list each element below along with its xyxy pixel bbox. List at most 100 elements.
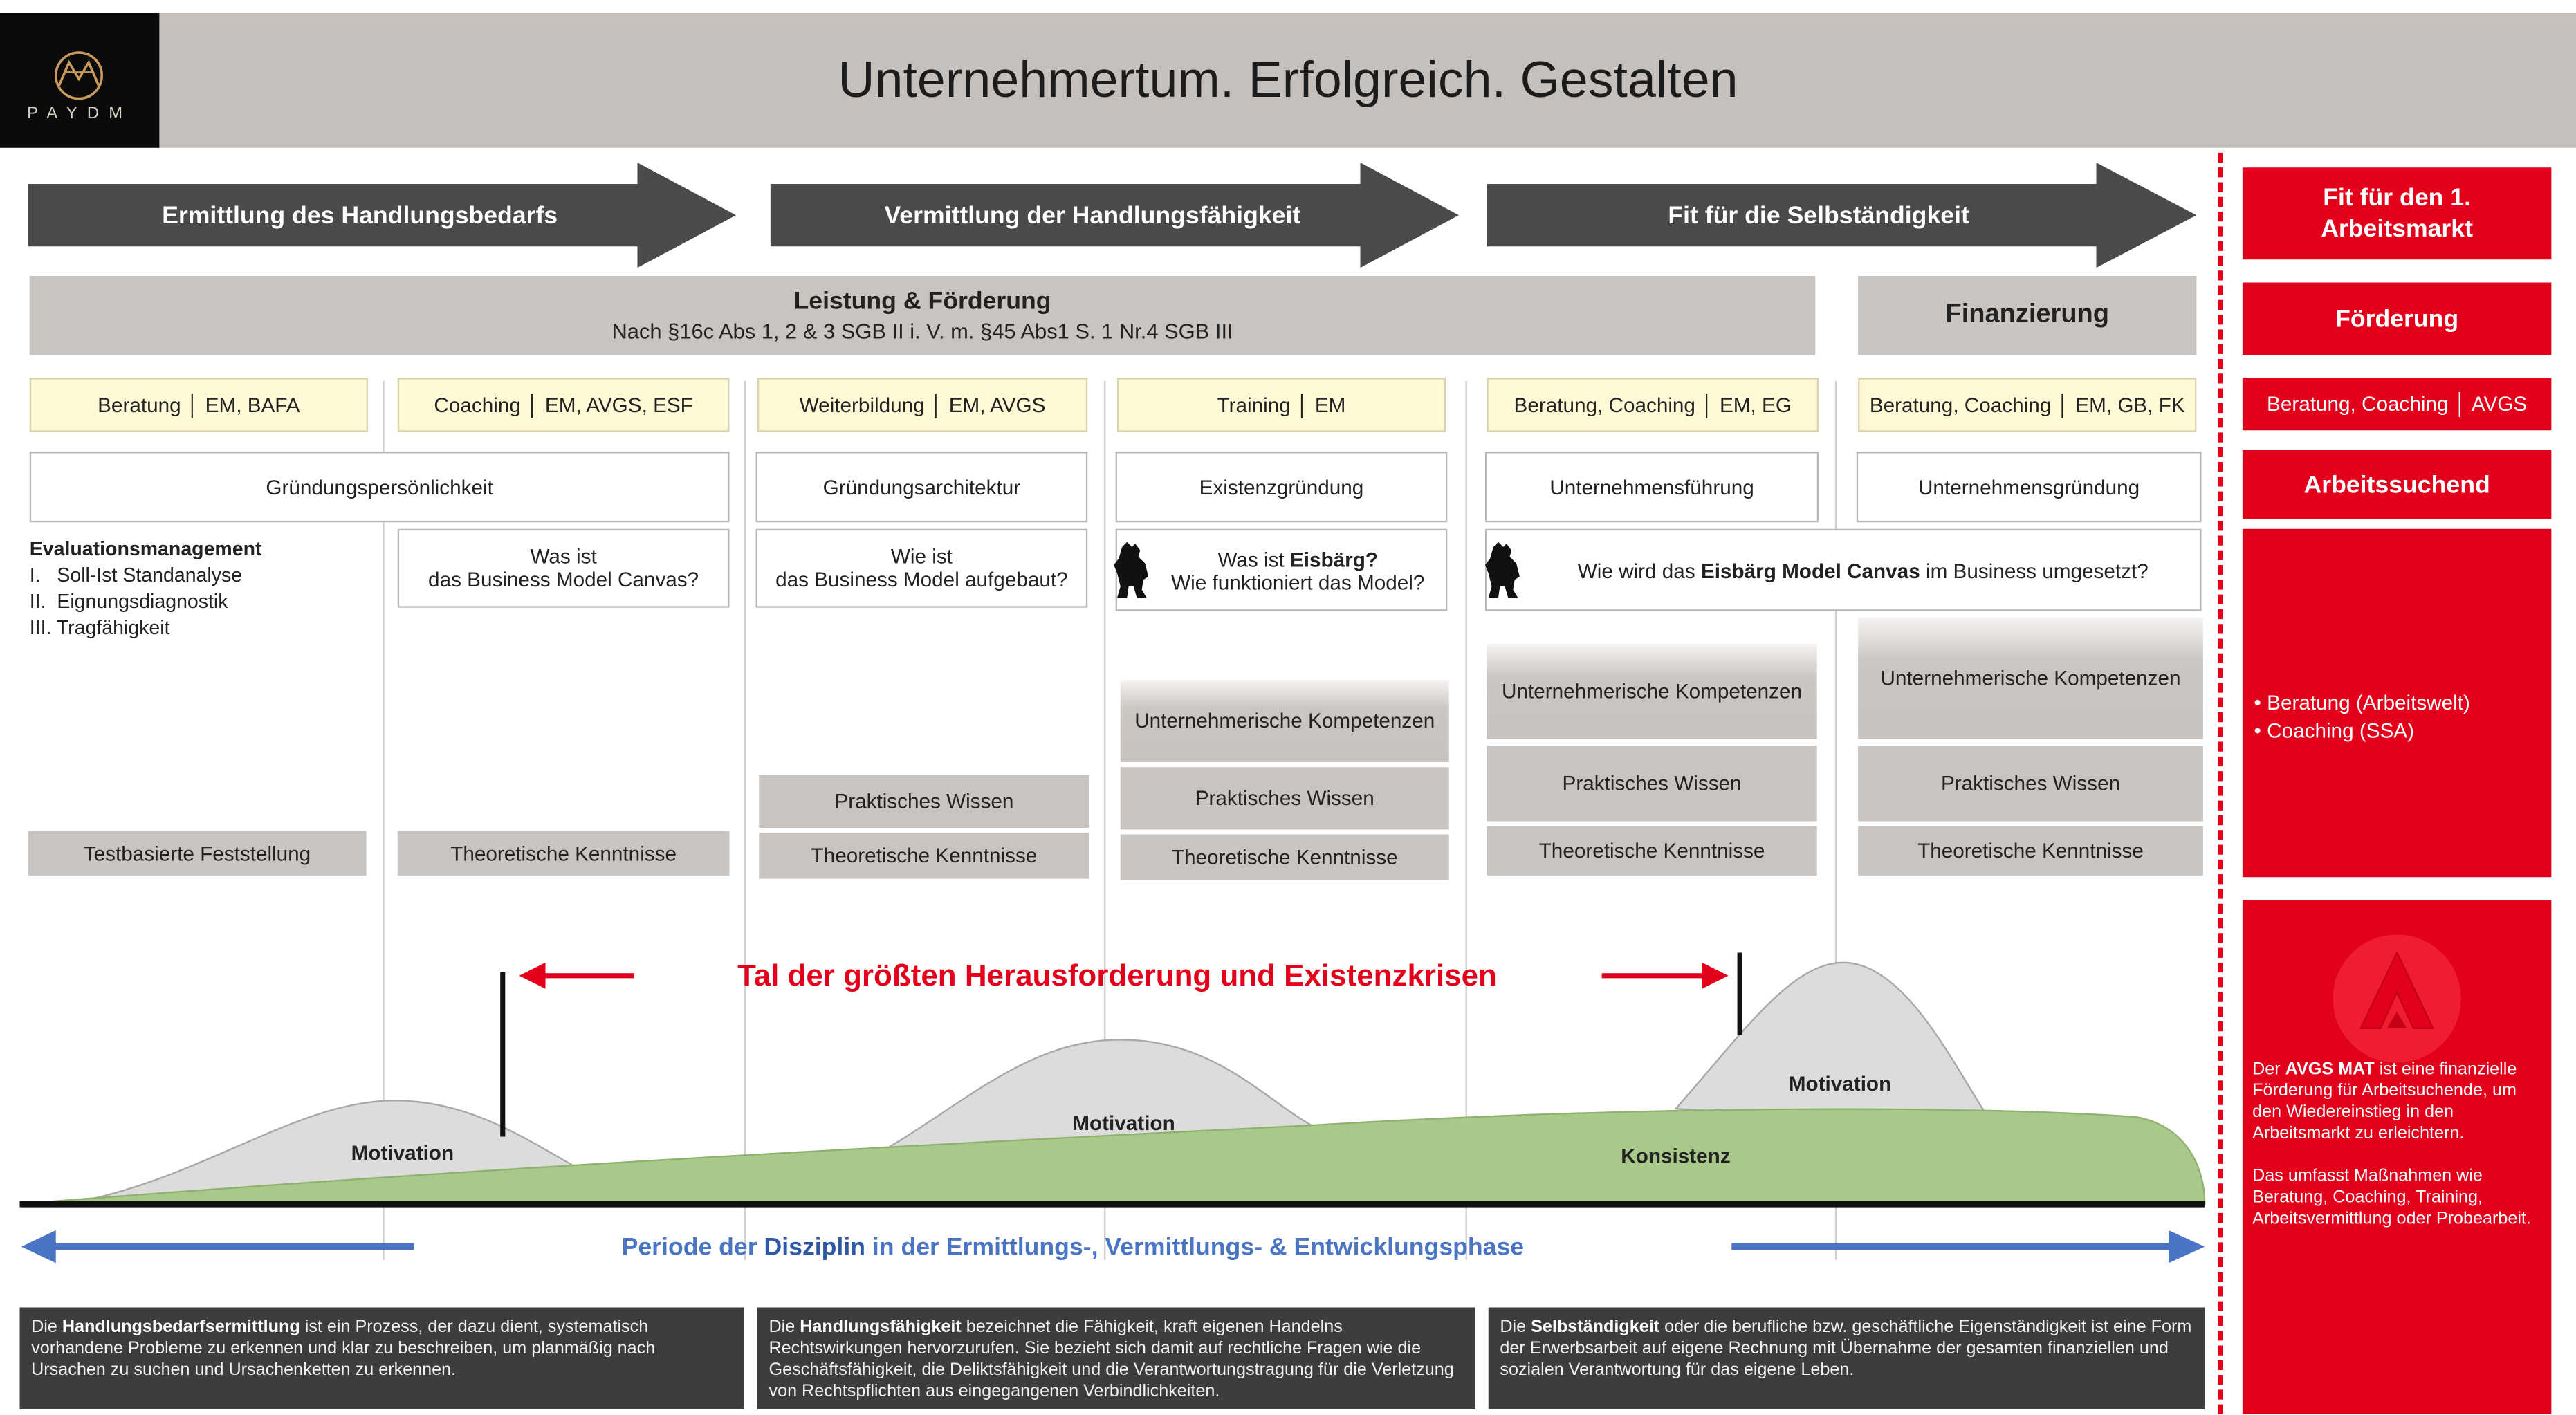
column-divider [744, 381, 746, 1260]
eisbaerg-keyword: Eisbärg Model Canvas [1700, 559, 1920, 584]
service-tag: Training │ EM [1117, 378, 1446, 432]
topic-box: Unternehmensführung [1485, 452, 1819, 523]
logo-emblem-icon [54, 51, 104, 100]
logo: PAYDM [0, 13, 160, 148]
question-text: Wie wird das Eisbärg Model Canvas im Bus… [1523, 530, 2203, 613]
periode-text: in der Ermittlungs-, Vermittlungs- & Ent… [865, 1232, 1525, 1261]
description-box: Die Selbständigkeit oder die berufliche … [1488, 1307, 2205, 1409]
service-tag: Weiterbildung │ EM, AVGS [757, 378, 1088, 432]
theoretisch-box: Theoretische Kenntnisse [397, 831, 730, 876]
sidebar-avgs-box: Der AVGS MAT ist eine finanzielle Förder… [2242, 900, 2552, 1414]
evaluation-item: III. Tragfähigkeit [29, 616, 170, 639]
phase-arrow-3 [1487, 163, 2197, 268]
question-box: Was ist Eisbärg? Wie funktioniert das Mo… [1114, 528, 1449, 613]
description-keyword: Handlungsbedarfsermittlung [62, 1317, 300, 1338]
question-text: Wie wird das [1577, 559, 1695, 584]
question-text: im Business umgesetzt? [1925, 559, 2149, 584]
motivation-hill-3 [1673, 961, 1989, 1128]
avgs-description: Der AVGS MAT ist eine finanzielle Förder… [2252, 1060, 2545, 1230]
evaluation-list: Evaluationsmanagement I. Soll-Ist Standa… [30, 535, 375, 640]
column-divider [1834, 381, 1837, 1260]
red-arrowhead-left [519, 962, 546, 989]
praktisch-box: Praktisches Wissen [1120, 767, 1449, 830]
question-box: Wie ist das Business Model aufgebaut? [755, 528, 1088, 608]
phase-arrow-2 [770, 163, 1459, 268]
topic-box: Gründungsarchitektur [755, 452, 1088, 523]
periode-text: Periode der [621, 1232, 764, 1261]
column-divider [383, 381, 385, 1260]
question-text: Wie ist [890, 545, 953, 568]
konsistenz-area [19, 1108, 2206, 1205]
column-divider [1104, 381, 1106, 1260]
logo-text: PAYDM [27, 105, 133, 124]
topic-box: Gründungspersönlichkeit [29, 452, 730, 523]
blue-arrowhead-left [21, 1230, 56, 1264]
service-tag: Beratung, Coaching │ EM, EG [1487, 378, 1819, 432]
sidebar-bullets-box: • Beratung (Arbeitswelt) • Coaching (SSA… [2242, 528, 2552, 878]
evaluation-item: I. Soll-Ist Standanalyse [29, 563, 243, 586]
sidebar-separator [2218, 152, 2223, 1414]
question-box: Was ist das Business Model Canvas? [397, 528, 730, 608]
leistung-title: Leistung & Förderung [793, 287, 1051, 315]
bear-icon [1485, 542, 1520, 598]
question-text: das Business Model Canvas? [428, 568, 699, 591]
service-tag: Beratung │ EM, BAFA [29, 378, 368, 432]
leistung-box: Leistung & Förderung Nach §16c Abs 1, 2 … [29, 276, 1816, 355]
phase-label-1: Ermittlung des Handlungsbedarfs [162, 201, 558, 230]
praktisch-box: Praktisches Wissen [1858, 746, 2203, 822]
sidebar-foerderung-box: Förderung [2242, 282, 2552, 355]
praktisch-box: Praktisches Wissen [759, 775, 1089, 828]
question-text: Was ist Eisbärg? Wie funktioniert das Mo… [1147, 530, 1449, 613]
phase-arrows [28, 163, 2197, 268]
avgs-paragraph: Das umfasst Maßnahmen wie Beratung, Coac… [2252, 1166, 2531, 1229]
question-text: das Business Model aufgebaut? [775, 568, 1068, 591]
sidebar-arbeitsuchend-box: Arbeitssuchend [2242, 450, 2552, 519]
description-keyword: Selbständigkeit [1531, 1317, 1660, 1338]
question-text: Was ist [530, 545, 597, 568]
service-tag: Beratung, Coaching │ EM, GB, FK [1858, 378, 2197, 432]
header-bar [159, 13, 2576, 148]
finanzierung-box: Finanzierung [1858, 276, 2197, 355]
bear-icon [1114, 542, 1149, 598]
motivation-curve-chart [19, 952, 2206, 1264]
phase-label-2: Vermittlung der Handlungsfähigkeit [884, 201, 1301, 230]
kompetenzen-box: Unternehmerische Kompetenzen [1120, 680, 1449, 762]
sidebar-bullet: • Beratung (Arbeitswelt) [2254, 691, 2470, 715]
tal-label: Tal der größten Herausforderung und Exis… [737, 957, 1497, 992]
topic-box: Existenzgründung [1115, 452, 1448, 523]
phase-arrow-1 [28, 163, 736, 268]
theoretisch-box: Theoretische Kenntnisse [759, 833, 1089, 879]
praktisch-box: Praktisches Wissen [1487, 746, 1817, 822]
eisbaerg-keyword: Eisbärg? [1289, 548, 1378, 572]
evaluation-title: Evaluationsmanagement [29, 537, 262, 560]
testbasiert-box: Testbasierte Feststellung [28, 831, 367, 876]
konsistenz-label: Konsistenz [1621, 1145, 1731, 1168]
theoretisch-box: Theoretische Kenntnisse [1120, 834, 1449, 880]
description-box: Die Handlungsfähigkeit bezeichnet die Fä… [757, 1307, 1475, 1409]
kompetenzen-box: Unternehmerische Kompetenzen [1487, 644, 1817, 739]
question-text: Wie funktioniert das Model? [1171, 571, 1425, 595]
description-box: Die Handlungsbedarfsermittlung ist ein P… [19, 1307, 744, 1409]
arbeitsagentur-logo-icon [2333, 934, 2461, 1063]
periode-keyword: Disziplin [764, 1232, 865, 1261]
sidebar-beratung-box: Beratung, Coaching │ AVGS [2242, 378, 2552, 431]
column-divider [1465, 381, 1467, 1260]
topic-box: Unternehmensgründung [1856, 452, 2202, 523]
question-text: Was ist [1217, 548, 1290, 572]
description-keyword: Handlungsfähigkeit [800, 1317, 962, 1338]
periode-label: Periode der Disziplin in der Ermittlungs… [427, 1229, 1719, 1265]
theoretisch-box: Theoretische Kenntnisse [1858, 826, 2203, 876]
evaluation-item: II. Eignungsdiagnostik [29, 589, 228, 613]
page-title: Unternehmertum. Erfolgreich. Gestalten [838, 50, 1738, 109]
red-arrowhead-right [1702, 962, 1729, 989]
motivation-label: Motivation [351, 1141, 454, 1165]
blue-arrowhead-right [2169, 1230, 2205, 1264]
motivation-label: Motivation [1788, 1072, 1892, 1096]
sidebar-bullet: • Coaching (SSA) [2254, 719, 2415, 743]
avgs-keyword: AVGS MAT [2285, 1059, 2375, 1080]
theoretisch-box: Theoretische Kenntnisse [1487, 826, 1817, 876]
question-box: Wie wird das Eisbärg Model Canvas im Bus… [1485, 528, 2203, 613]
kompetenzen-box: Unternehmerische Kompetenzen [1858, 618, 2203, 739]
phase-label-3: Fit für die Selbständigkeit [1668, 201, 1969, 230]
